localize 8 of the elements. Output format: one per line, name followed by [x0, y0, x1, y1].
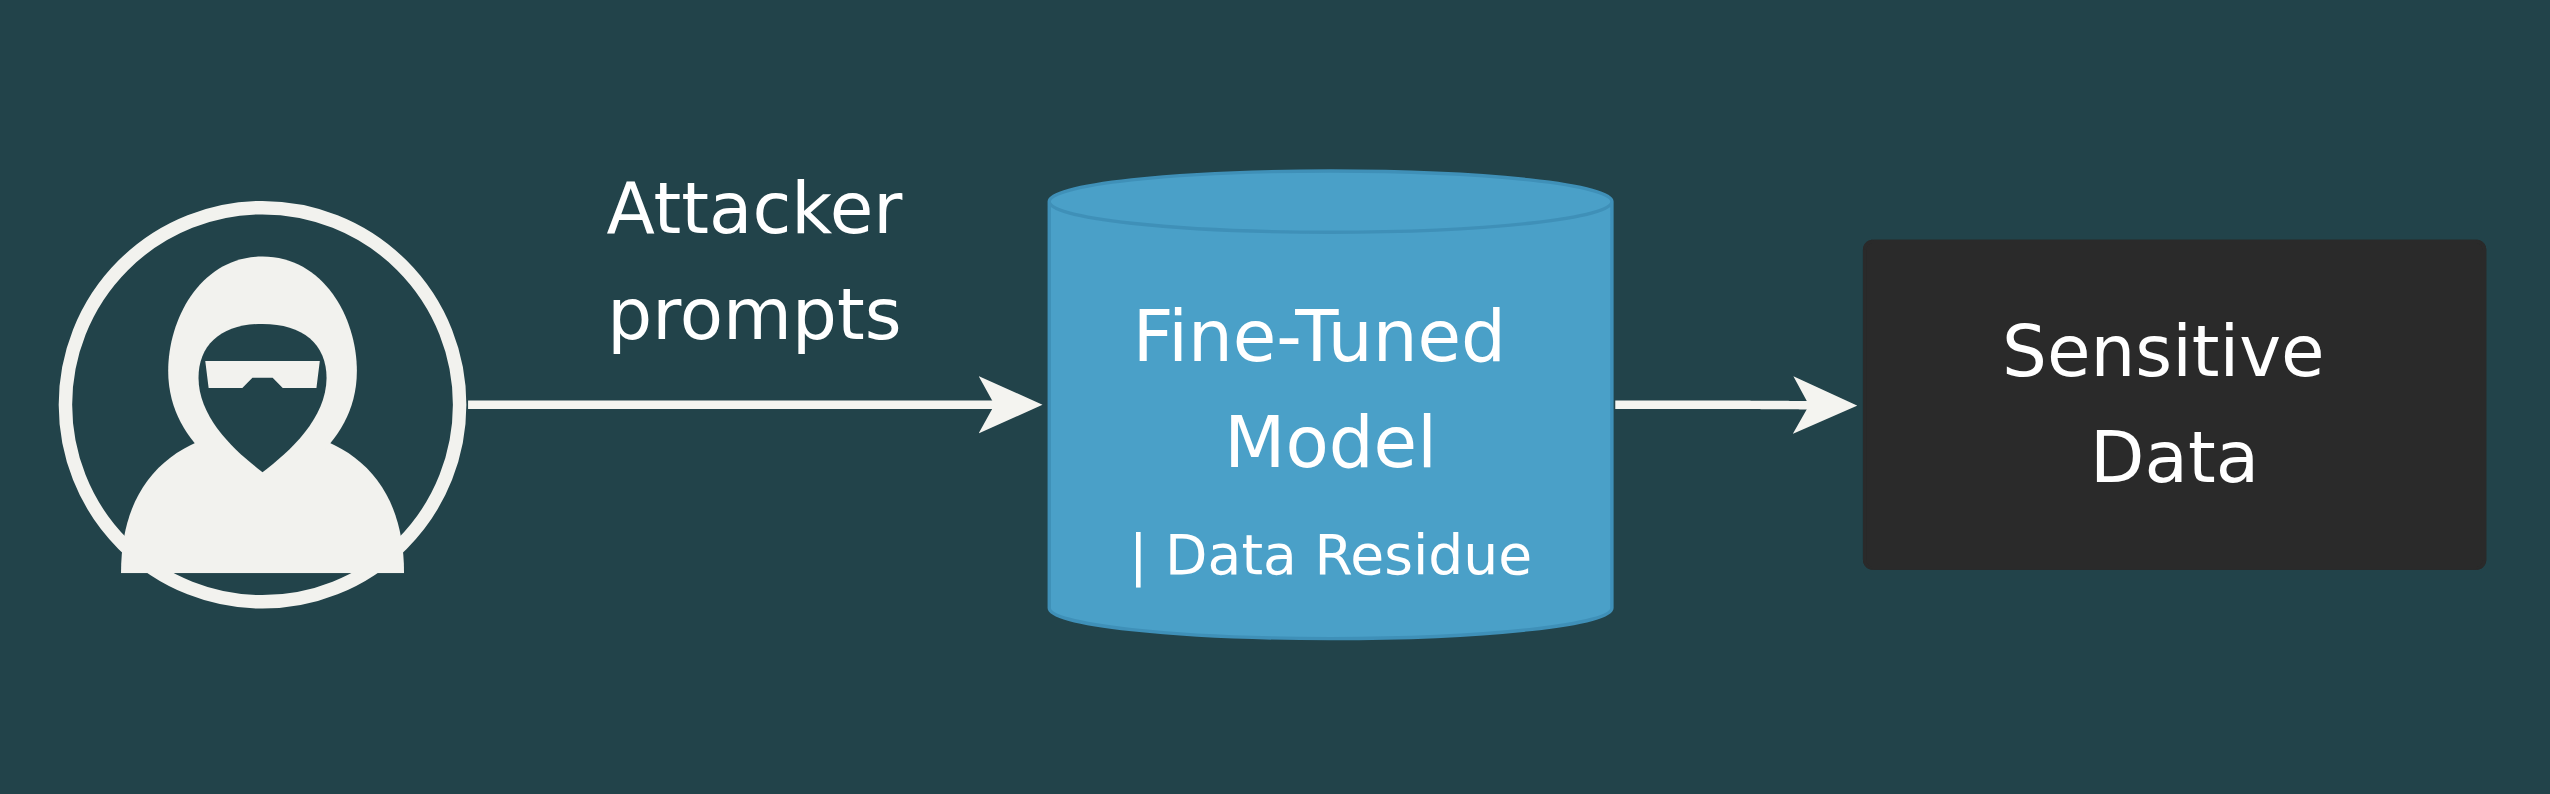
- hooded-person-icon: [58, 200, 467, 609]
- node-label: Sensitive Data: [2001, 309, 2326, 502]
- arrow: [465, 375, 1043, 434]
- process-box: [1862, 239, 2487, 570]
- node-label: Fine-Tuned Model | Data Residue: [1128, 294, 1534, 590]
- database-cylinder: [1047, 169, 1614, 641]
- edge-label: Attacker prompts: [606, 167, 903, 356]
- arrow: [1612, 376, 1858, 434]
